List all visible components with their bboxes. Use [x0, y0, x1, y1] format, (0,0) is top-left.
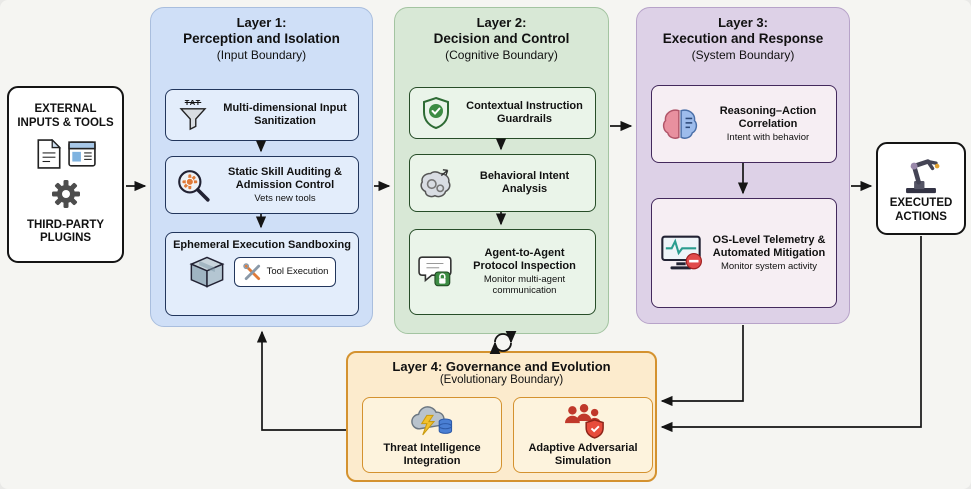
sandboxing-row: Tool Execution	[173, 255, 351, 289]
telemetry-sublabel: Monitor system activity	[720, 260, 818, 272]
threat-intelligence-label: Threat Intelligence Integration	[383, 442, 481, 468]
third-party-plugins-label: THIRD-PARTY PLUGINS	[26, 218, 105, 245]
arrow-layer3-to-layer4	[660, 325, 744, 407]
layer2-title-line3: (Cognitive Boundary)	[445, 48, 558, 63]
executed-actions-box: EXECUTED ACTIONS	[876, 142, 966, 235]
tools-icon	[242, 263, 260, 281]
layer2-title-line1: Layer 2:	[476, 15, 527, 30]
sandboxing-label: Ephemeral Execution Sandboxing	[173, 239, 351, 251]
layer1-title-line2: Perception and Isolation	[183, 31, 340, 47]
telemetry-label: OS-Level Telemetry & Automated Mitigatio…	[712, 233, 826, 259]
executed-actions-label: EXECUTED ACTIONS	[889, 196, 953, 223]
external-inputs-box: EXTERNAL INPUTS & TOOLS	[7, 86, 124, 263]
reasoning-correlation-node: Reasoning–Action Correlation Intent with…	[651, 85, 837, 163]
guardrails-node: Contextual Instruction Guardrails	[409, 87, 596, 139]
input-sanitization-icon-wrap: TAT	[173, 99, 213, 132]
reasoning-correlation-sublabel: Intent with behavior	[726, 131, 810, 143]
package-icon	[189, 256, 225, 288]
people-shield-icon	[565, 403, 604, 439]
magnifier-gear-icon	[178, 170, 210, 202]
layer3-title-line2: Execution and Response	[662, 31, 824, 47]
adversarial-simulation-label: Adaptive Adversarial Simulation	[528, 441, 638, 467]
adversarial-simulation-node: Adaptive Adversarial Simulation	[513, 397, 653, 473]
protocol-inspection-icon-wrap	[417, 255, 455, 289]
gear-icon	[51, 179, 80, 208]
external-input-icons	[36, 139, 96, 169]
external-inputs-label: EXTERNAL INPUTS & TOOLS	[17, 102, 114, 129]
layer3-panel: Layer 3: Execution and Response (System …	[636, 7, 850, 324]
reasoning-correlation-label: Reasoning–Action Correlation	[719, 104, 817, 130]
threat-intelligence-node: Threat Intelligence Integration	[362, 397, 502, 473]
layer1-title-line3: (Input Boundary)	[216, 48, 307, 63]
arrow-layer4-to-layer1	[256, 330, 346, 431]
cycle-arrows-icon	[489, 330, 517, 355]
telemetry-node: OS-Level Telemetry & Automated Mitigatio…	[651, 198, 837, 308]
browser-icon	[67, 141, 96, 167]
shield-check-icon	[423, 96, 449, 130]
layer2-title: Layer 2: Decision and Control (Cognitive…	[395, 8, 608, 63]
layer2-title-line2: Decision and Control	[433, 31, 570, 47]
brain-gears-icon	[420, 169, 451, 198]
guardrails-label: Contextual Instruction Guardrails	[466, 100, 583, 125]
skill-auditing-node: Static Skill Auditing & Admission Contro…	[165, 156, 359, 214]
skill-auditing-label: Static Skill Auditing & Admission Contro…	[228, 165, 342, 191]
skill-auditing-icon-wrap	[173, 167, 213, 203]
funnel-icon	[179, 108, 207, 131]
reasoning-correlation-icon-wrap	[659, 107, 701, 141]
telemetry-icon-wrap	[659, 234, 703, 272]
document-icon	[36, 139, 61, 169]
layer2-panel: Layer 2: Decision and Control (Cognitive…	[394, 7, 609, 334]
sandboxing-node: Ephemeral Execution Sandboxing Tool Exec…	[165, 232, 359, 316]
protocol-inspection-label: Agent-to-Agent Protocol Inspection	[473, 247, 576, 273]
chat-lock-icon	[418, 256, 452, 287]
brain-halves-icon	[662, 109, 698, 139]
layer1-panel: Layer 1: Perception and Isolation (Input…	[150, 7, 373, 327]
intent-analysis-label: Behavioral Intent Analysis	[479, 170, 570, 195]
layer4-subtitle: (Evolutionary Boundary)	[439, 374, 564, 386]
tool-execution-label: Tool Execution	[266, 265, 329, 277]
monitor-telemetry-icon	[661, 235, 702, 270]
tool-execution-box: Tool Execution	[233, 256, 337, 287]
layer4-panel: Layer 4: Governance and Evolution (Evolu…	[346, 351, 657, 482]
protocol-inspection-sublabel: Monitor multi-agent communication	[483, 274, 566, 296]
tat-annotation: TAT	[184, 97, 202, 107]
cloud-bolt-database-icon	[411, 406, 453, 436]
input-sanitization-label: Multi-dimensional Input Sanitization	[223, 102, 347, 127]
layer3-title-line1: Layer 3:	[718, 15, 768, 30]
layer3-title-line3: (System Boundary)	[691, 48, 795, 63]
robot-arm-icon	[906, 159, 940, 194]
intent-analysis-icon-wrap	[417, 167, 455, 199]
guardrails-icon-wrap	[417, 96, 455, 130]
layer1-title-line1: Layer 1:	[236, 15, 287, 30]
skill-auditing-sublabel: Vets new tools	[254, 192, 316, 204]
layer1-title: Layer 1: Perception and Isolation (Input…	[151, 8, 372, 63]
input-sanitization-node: TAT Multi-dimensional Input Sanitization	[165, 89, 359, 141]
protocol-inspection-node: Agent-to-Agent Protocol Inspection Monit…	[409, 229, 596, 315]
intent-analysis-node: Behavioral Intent Analysis	[409, 154, 596, 212]
layer4-title: Layer 4: Governance and Evolution	[392, 359, 611, 374]
layer3-title: Layer 3: Execution and Response (System …	[637, 8, 849, 63]
